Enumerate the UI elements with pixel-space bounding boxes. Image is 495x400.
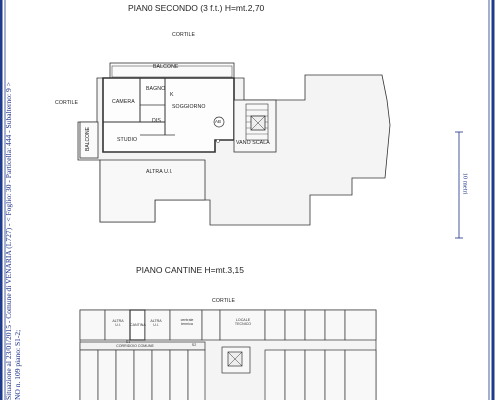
second-floor-title: PIAN0 SECONDO (3 f.t.) H=mt.2,70 — [128, 3, 265, 13]
scale-label: 10 metri — [461, 172, 469, 195]
label-cortile-top: CORTILE — [172, 32, 196, 38]
cellars-title: PIANO CANTINE H=mt.3,15 — [136, 265, 244, 275]
label-dis: DIS — [152, 118, 161, 124]
label-k: K — [170, 92, 174, 98]
label-cortile-cellars: CORTILE — [212, 298, 236, 304]
balcone-left-outline — [79, 121, 99, 159]
label-altra-ui-2: ALTRA U.I. — [150, 319, 162, 328]
label-balcone-left: BALCONE — [85, 127, 91, 151]
label-ab: AB — [215, 119, 222, 124]
ab-marker — [213, 116, 225, 128]
label-cortile-left: CORTILE — [55, 100, 79, 106]
label-centrale-termica: centrale termica — [180, 318, 194, 327]
label-vano-scala: VANO SCALA — [236, 140, 270, 146]
label-altra-ui: ALTRA U.I. — [146, 169, 173, 175]
apartment-outline — [102, 77, 235, 153]
label-locale-tecnico: LOCALE TECNICO — [234, 318, 252, 327]
label-s2: S2 — [191, 343, 197, 347]
label-balcone-top: BALCONE — [153, 64, 179, 70]
cadastral-side-text: Situazione al 23/01/2015 - Comune di VEN… — [4, 82, 22, 400]
label-altra-ui-1: ALTRA U.I. — [112, 319, 124, 328]
label-cantina: CANTINA — [130, 323, 146, 327]
side-text-line-2: NO n. 109 piano: S1-2; — [13, 329, 22, 400]
label-studio: STUDIO — [117, 137, 138, 143]
label-s1: S1 — [125, 340, 131, 344]
label-camera: CAMERA — [112, 99, 135, 105]
altra-ui-outline — [99, 159, 206, 223]
label-corridoio-comune: CORRIDOIO COMUNE — [116, 344, 154, 348]
label-soggiorno: SOGGIORNO — [172, 104, 206, 110]
side-text-line-1: Situazione al 23/01/2015 - Comune di VEN… — [4, 82, 13, 400]
label-bagno: BAGNO — [146, 86, 166, 92]
